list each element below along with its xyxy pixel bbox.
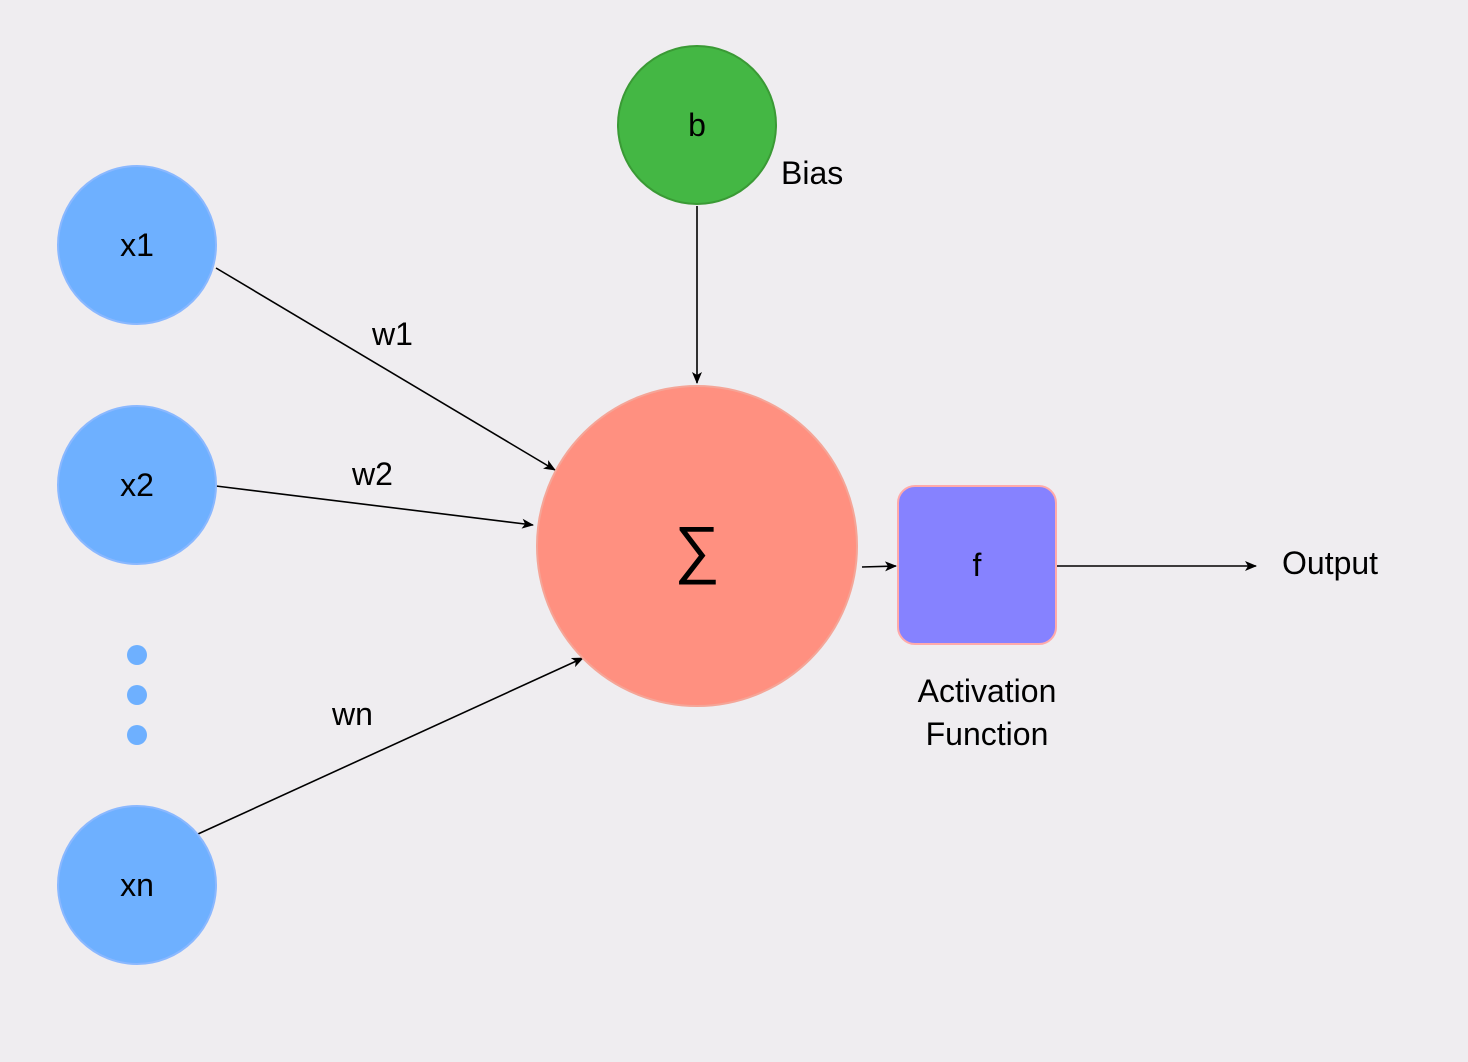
summation-symbol: ∑	[674, 513, 720, 585]
edge-xn-to-sum	[197, 657, 584, 835]
ellipsis-dot	[127, 645, 147, 665]
summation-node: ∑	[536, 385, 858, 707]
edge-sum-to-activation	[861, 561, 897, 572]
input-node-x1: x1	[57, 165, 217, 325]
output-label: Output	[1282, 545, 1379, 581]
bias-node: b	[617, 45, 777, 205]
weight-label-wn: wn	[332, 696, 373, 732]
input-node-label: xn	[120, 866, 154, 903]
edge-x2-to-sum	[215, 485, 534, 529]
input-node-x2: x2	[57, 405, 217, 565]
bias-label: Bias	[781, 155, 844, 191]
input-node-label: x2	[120, 466, 154, 503]
input-node-xn: xn	[57, 805, 217, 965]
activation-function-node: f	[897, 485, 1057, 645]
weight-label-w1: w1	[372, 316, 413, 352]
activation-label-line: Function	[925, 716, 1049, 752]
weight-label-w2: w2	[352, 456, 393, 492]
ellipsis-dot	[127, 725, 147, 745]
edge-x1-to-sum	[215, 267, 556, 471]
activation-function-label: Activation Function	[877, 670, 1097, 756]
bias-symbol: b	[688, 106, 706, 143]
ellipsis-dot	[127, 685, 147, 705]
activation-label-line: Activation	[917, 673, 1057, 709]
activation-symbol: f	[972, 546, 982, 583]
input-node-label: x1	[120, 226, 154, 263]
